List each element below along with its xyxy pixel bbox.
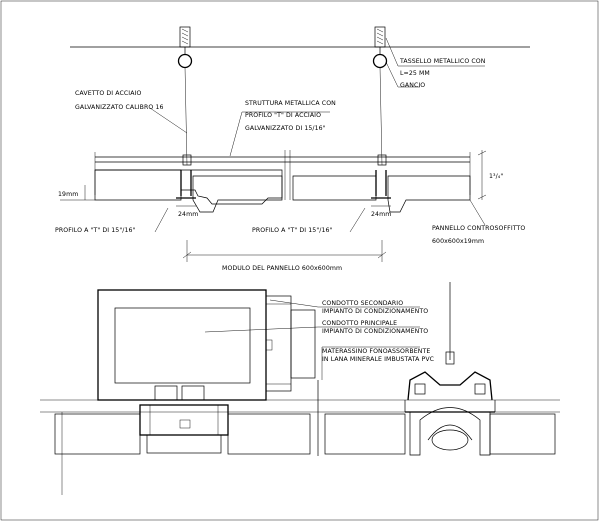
light-fixture: [404, 282, 496, 456]
leader-materassino: [321, 346, 420, 380]
label-struttura-2: PROFILO "T" DI ACCIAIO: [245, 112, 321, 119]
label-profilo-a: PROFILO A "T" DI 15"/16": [55, 227, 136, 234]
label-dim-19mm: 19mm: [58, 191, 78, 198]
tee-profile-right: [371, 170, 391, 199]
label-tassello: TASSELLO METALLICO CON: [399, 58, 486, 65]
leader-gancio: [385, 61, 420, 88]
ceiling-panel-3: [292, 175, 377, 201]
label-cond-pri-2: IMPIANTO DI CONDIZIONAMENTO: [322, 328, 428, 335]
label-mat-1: MATERASSINO FONOASSORBENTE: [322, 348, 430, 355]
insulation-mat-1: [54, 413, 141, 455]
leader-profilo-b: [349, 207, 366, 233]
tee-profile-left: [176, 170, 196, 199]
label-pannello-2: 600x600x19mm: [432, 238, 484, 245]
label-mat-2: IN LANA MINERALE IMBUSTATA PVC: [322, 356, 434, 363]
leader-cavetto: [149, 107, 188, 134]
dim-right: [477, 150, 487, 200]
ceiling-panel-1a: [94, 169, 182, 201]
insulation-mat-2: [227, 413, 311, 455]
diffuser: [139, 404, 229, 454]
main-tee-runner: [94, 150, 471, 200]
label-profilo-b: PROFILO A "T" DI 15"/16": [252, 227, 333, 234]
label-struttura-1: STRUTTURA METALLICA CON: [245, 100, 336, 107]
label-cavetto-1: CAVETTO DI ACCIAIO: [75, 90, 141, 97]
label-cond-pri-1: CONDOTTO PRINCIPALE: [322, 320, 397, 327]
leader-cond-pri: [204, 326, 420, 333]
label-cond-sec-1: CONDOTTO SECONDARIO: [322, 300, 403, 307]
leader-profilo-a: [154, 207, 169, 233]
label-dim-24mm-a: 24mm: [178, 211, 198, 218]
leader-struttura: [229, 111, 330, 157]
ceiling-panel-4: [387, 175, 471, 213]
insulation-mat-3: [324, 413, 406, 455]
main-duct: [97, 289, 267, 401]
leader-tassello: [385, 37, 485, 67]
hanger-right: [372, 26, 388, 166]
label-cond-sec-2: IMPIANTO DI CONDIZIONAMENTO: [322, 308, 428, 315]
label-cavetto-2: GALVANIZZATO CALIBRO 16: [75, 104, 164, 111]
insulation-mat-4: [489, 413, 556, 455]
leader-pannello: [469, 199, 486, 226]
label-modulo: MODULO DEL PANNELLO 600x600mm: [222, 265, 342, 272]
label-tassello-l: L=25 MM: [400, 70, 430, 77]
label-dim-24mm-b: 24mm: [371, 211, 391, 218]
label-gancio: GANCIO: [400, 82, 425, 89]
label-struttura-3: GALVANIZZATO DI 15/16": [245, 125, 326, 132]
dim-19mm: [60, 185, 95, 201]
ceiling-panel-2: [192, 175, 283, 213]
secondary-duct: [265, 295, 316, 392]
leader-cond-sec: [269, 299, 420, 308]
label-dim-right: 1³/₄": [489, 173, 503, 180]
ceiling-panel-1: [95, 169, 283, 205]
dim-modulo: [182, 240, 387, 262]
label-pannello-1: PANNELLO CONTROSOFFITTO: [432, 225, 525, 232]
hanger-left: [177, 26, 193, 166]
